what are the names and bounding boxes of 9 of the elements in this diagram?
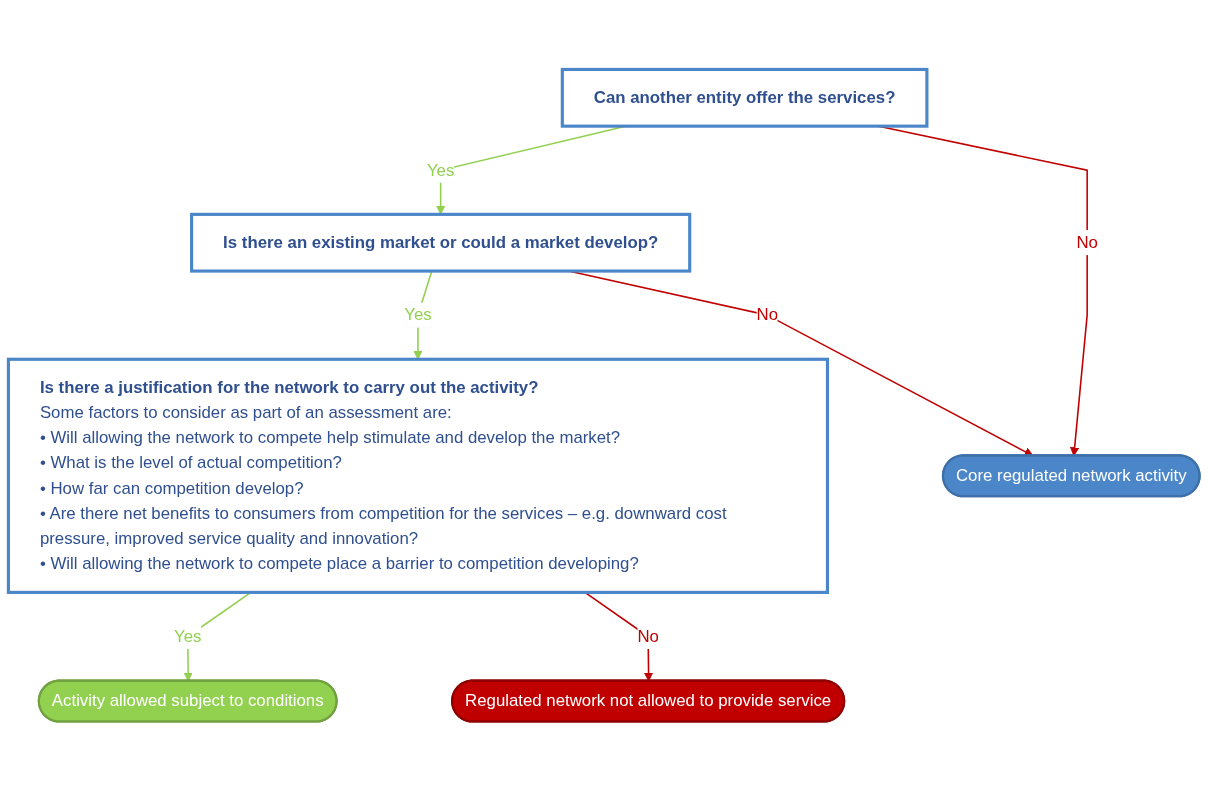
node-box: Can another entity offer the services? <box>560 67 929 128</box>
edge-label: Yes <box>174 627 202 645</box>
edge-label: No <box>756 305 779 324</box>
edge-label: No <box>637 627 659 645</box>
node-box: Is there an existing market or could a market develop? <box>190 212 692 273</box>
edge-label: No <box>1076 233 1098 252</box>
edge-label: Yes <box>404 305 432 324</box>
node-box: Is there a justification for the network to carry out the activity? Some factors to consider as part of an assessment are: • Will allowing the network to compete help stimulate and develop the market? • What is the level of actual competition? • How far can competition develop? • Are there net benefits to consumers from competition for the services – e.g. downward cost pressure, improved service quality and innovation? • Will allowing the network to compete place a barrier to competition developing? <box>6 357 830 594</box>
edge-label: Yes <box>426 160 455 179</box>
